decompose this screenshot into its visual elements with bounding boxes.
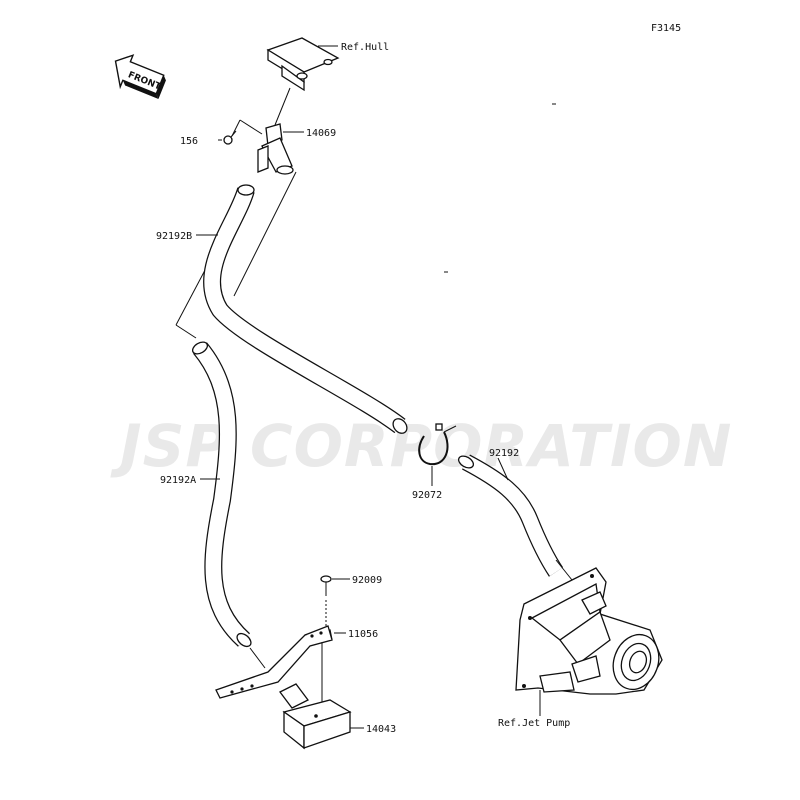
bracket-11056: 11056	[215, 625, 378, 704]
hose-92192B: 92192B	[156, 184, 408, 434]
callout-92072: 92072	[412, 490, 442, 501]
callout-92192B: 92192B	[156, 231, 192, 242]
callout-156: 156	[180, 136, 198, 147]
front-arrow-icon: FRONT	[114, 54, 166, 99]
strainer-14043: 14043	[279, 683, 396, 750]
callout-92009: 92009	[352, 575, 382, 586]
callout-ref-jet-pump: Ref.Jet Pump	[498, 718, 570, 729]
jet-pump: Ref.Jet Pump	[498, 567, 663, 729]
callout-14043: 14043	[366, 724, 396, 735]
screw-156: 156	[180, 119, 263, 147]
hose-92192: 92192	[457, 448, 589, 601]
figure-code: F3145	[651, 23, 681, 34]
watermark-text: JSP CORPORATION	[110, 412, 732, 480]
screw-92009: 92009	[320, 575, 382, 628]
fitting-14069: 14069	[257, 87, 336, 175]
callout-92192: 92192	[489, 448, 519, 459]
hull-bracket: Ref.Hull	[266, 37, 389, 92]
callout-11056: 11056	[348, 629, 378, 640]
stray-marks	[444, 103, 556, 273]
callout-92192A: 92192A	[160, 475, 196, 486]
hose-92192A: 92192A	[160, 341, 266, 669]
callout-ref-hull: Ref.Hull	[341, 42, 389, 53]
watermark: JSP CORPORATION	[110, 412, 732, 480]
callout-14069: 14069	[306, 128, 336, 139]
clamp-92072: 92072	[412, 423, 457, 501]
